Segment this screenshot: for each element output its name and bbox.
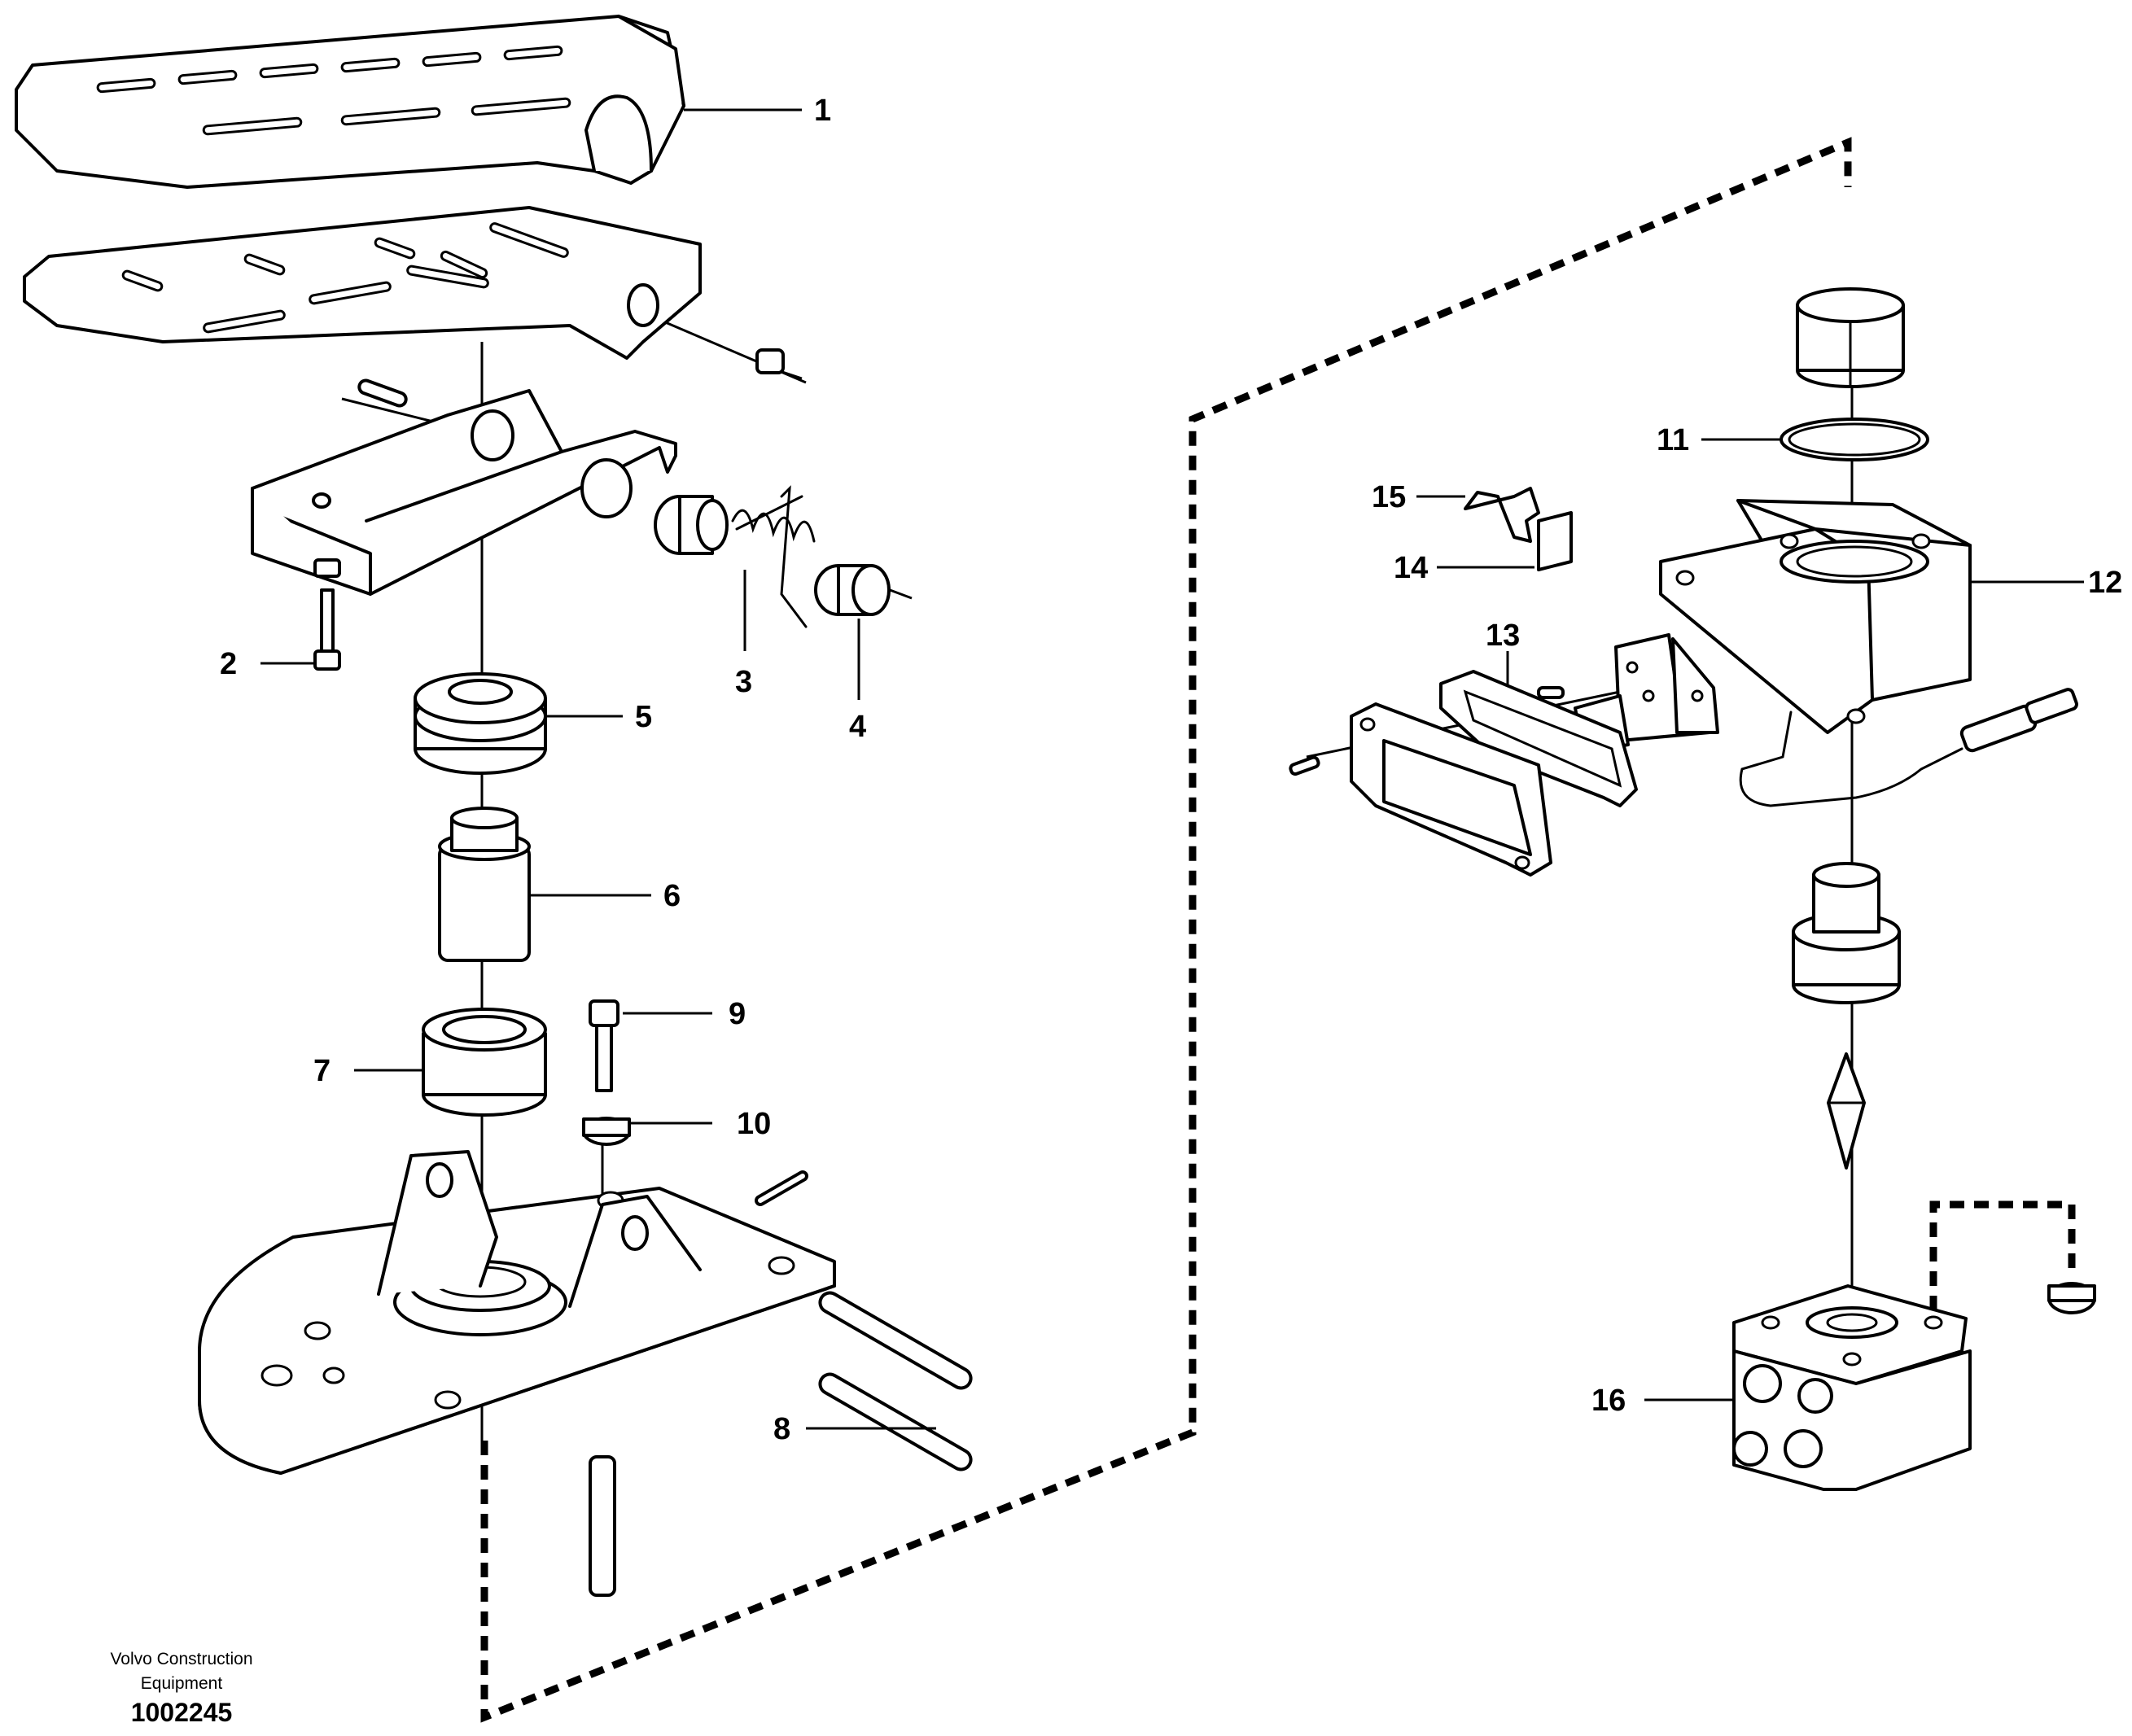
company-name-line2: Equipment — [141, 1674, 223, 1693]
callout-8: 8 — [773, 1412, 790, 1446]
o-ring — [1780, 418, 1929, 461]
callout-13: 13 — [1486, 619, 1520, 653]
screw-and-nut — [313, 558, 341, 671]
callout-6: 6 — [663, 879, 681, 913]
threaded-stud — [589, 1455, 616, 1597]
torsion-spring — [731, 485, 816, 628]
retaining-clip — [1464, 487, 1540, 543]
drawing-number: 1002245 — [131, 1698, 233, 1727]
callout-9: 9 — [729, 997, 746, 1031]
brake-valve — [1732, 1284, 1972, 1491]
pivot-bushing — [654, 495, 729, 555]
callout-7: 7 — [313, 1054, 331, 1088]
lower-plunger — [1792, 862, 1901, 1004]
mounting-nut — [582, 1117, 631, 1146]
actuator-pin — [1827, 1052, 1866, 1170]
callout-5: 5 — [635, 700, 652, 734]
cover-screw — [1289, 755, 1320, 776]
cable-connector — [1739, 688, 2078, 807]
plunger — [438, 807, 531, 962]
pedal-plate — [23, 206, 702, 360]
pedal-pad — [15, 15, 685, 189]
company-name-line1: Volvo Construction — [110, 1650, 252, 1668]
roll-pins — [755, 1170, 973, 1471]
pivot-screw — [755, 348, 785, 374]
callout-4: 4 — [849, 710, 866, 744]
cover-plate — [1350, 702, 1552, 877]
callout-14: 14 — [1394, 551, 1428, 585]
plunger-guide — [422, 1008, 547, 1117]
valve-housing — [1659, 499, 1972, 734]
gasket — [1439, 670, 1638, 807]
callout-2: 2 — [220, 647, 237, 681]
valve-nut — [2047, 1282, 2096, 1314]
base-plate — [198, 1150, 836, 1475]
terminal-block — [1537, 511, 1573, 571]
callout-10: 10 — [737, 1107, 771, 1141]
callout-11: 11 — [1657, 423, 1689, 457]
callout-1: 1 — [814, 94, 831, 128]
callout-12: 12 — [2088, 566, 2122, 600]
mounting-bolt — [589, 999, 619, 1092]
spring-bushing — [814, 564, 891, 616]
rubber-bellows — [414, 672, 547, 775]
callout-15: 15 — [1372, 480, 1406, 514]
sleeve — [1796, 287, 1905, 388]
callout-3: 3 — [735, 665, 752, 699]
callout-16: 16 — [1591, 1384, 1626, 1418]
